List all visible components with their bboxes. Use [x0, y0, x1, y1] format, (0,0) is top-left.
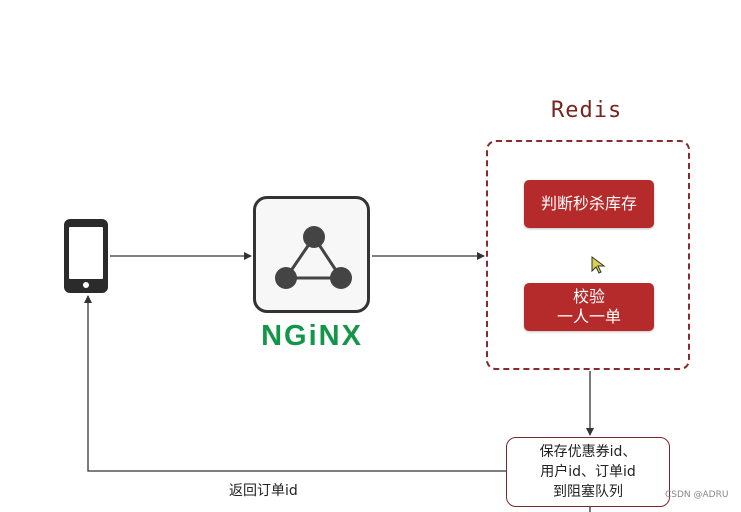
one-order-line1: 校验: [572, 287, 605, 306]
one-order-per-user-step: 校验 一人一单: [524, 283, 654, 331]
phone-home-button: [83, 282, 89, 288]
queue-line1: 保存优惠券id、: [539, 444, 637, 460]
cursor-icon: [591, 256, 606, 274]
check-stock-step: 判断秒杀库存: [524, 180, 654, 228]
nginx-logo-text: NGiNX: [261, 320, 363, 352]
check-stock-label: 判断秒杀库存: [540, 194, 637, 213]
redis-container: [486, 140, 690, 370]
queue-line2: 用户id、订单id: [540, 464, 636, 480]
blocking-queue-step: 保存优惠券id、 用户id、订单id 到阻塞队列: [506, 437, 670, 507]
redis-title: Redis: [551, 98, 623, 123]
return-order-id-label: 返回订单id: [229, 483, 298, 499]
nginx-network-icon: [275, 226, 352, 289]
nginx-icon: [253, 196, 370, 313]
one-order-line2: 一人一单: [556, 307, 621, 326]
phone-icon: [64, 219, 108, 293]
phone-screen: [69, 227, 103, 279]
arrow-return-to-phone: [84, 295, 506, 472]
watermark: CSDN @ADRU: [665, 490, 729, 500]
queue-line3: 到阻塞队列: [553, 484, 623, 500]
